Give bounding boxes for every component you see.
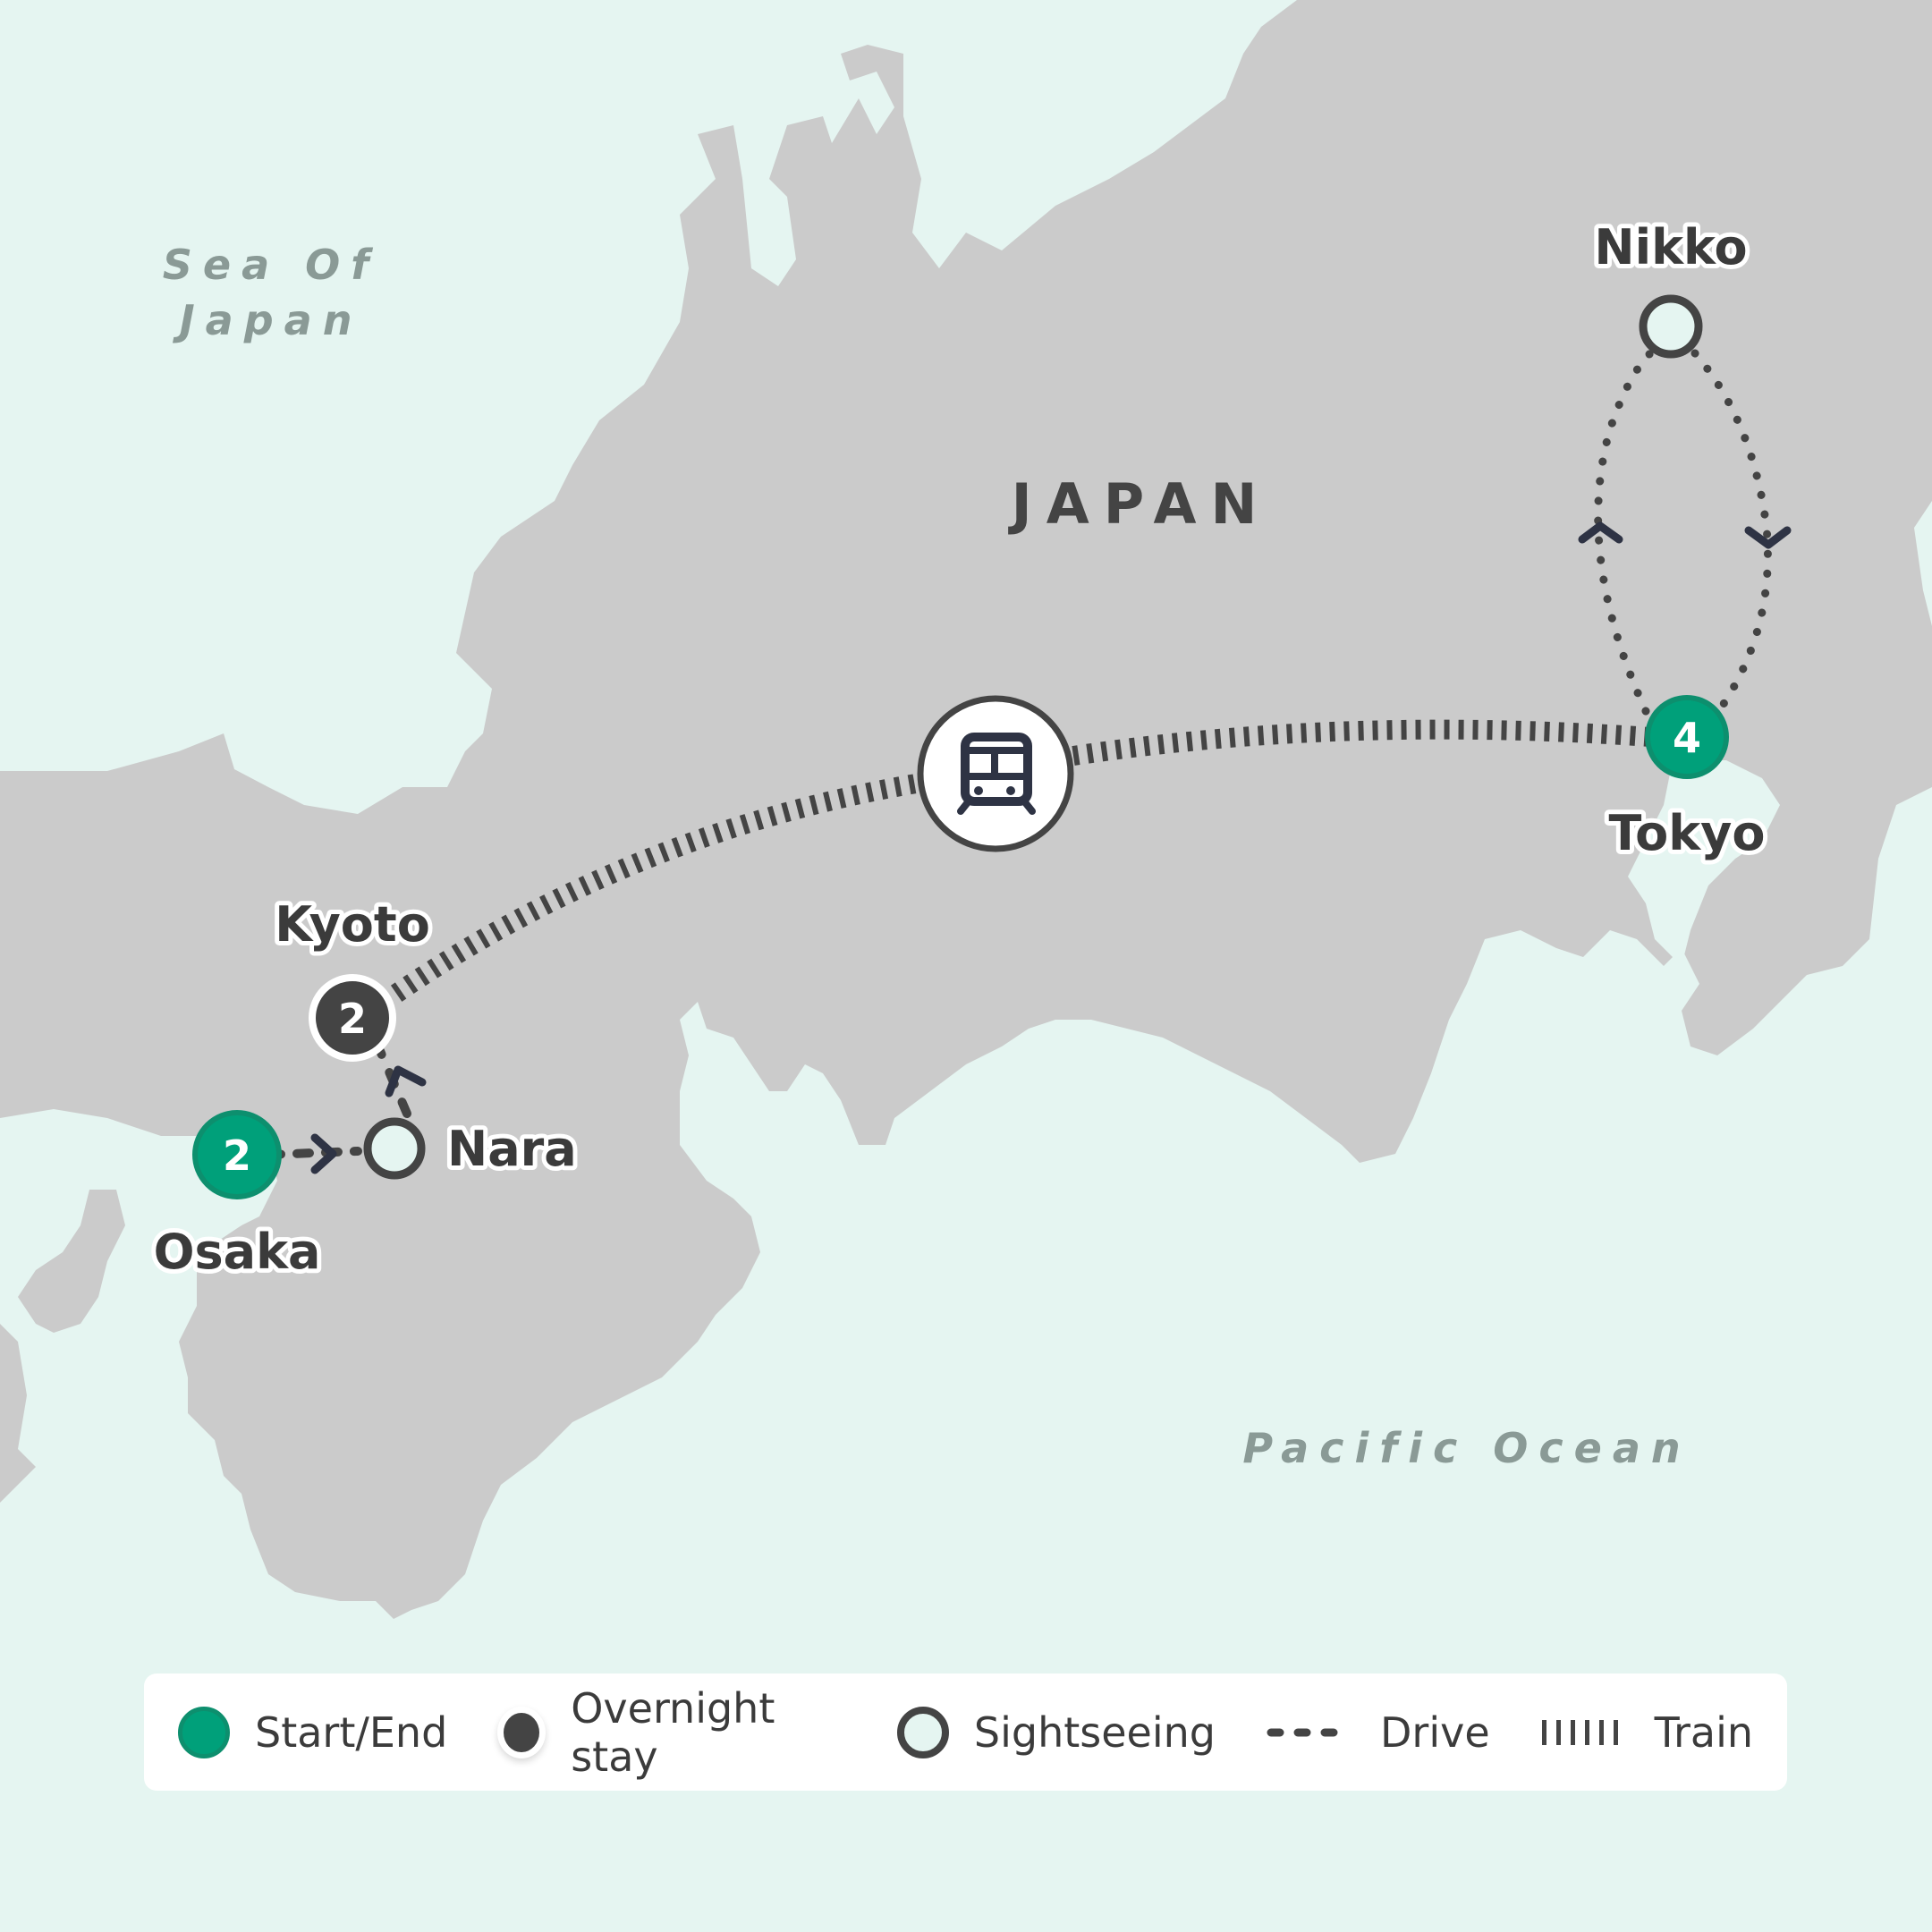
drive-route-osaka-nara <box>264 1147 362 1159</box>
green-dot-icon <box>178 1706 230 1758</box>
legend-label: Sightseeing <box>973 1707 1216 1757</box>
kyoto-nights: 2 <box>338 995 367 1043</box>
train-route <box>378 773 923 1010</box>
marker-osaka[interactable]: 2 <box>192 1110 282 1199</box>
marker-nikko[interactable] <box>1639 294 1703 359</box>
marker-tokyo[interactable]: 4 <box>1645 695 1729 779</box>
sea-label-line2: Japan <box>173 296 363 344</box>
legend-item-drive: Drive <box>1266 1708 1490 1757</box>
marker-nara[interactable] <box>363 1117 426 1180</box>
land-awaji <box>18 1190 125 1333</box>
map-legend: Start/End Overnight stay Sightseeing Dri… <box>144 1674 1787 1791</box>
label-tokyo: Tokyo <box>1609 805 1766 861</box>
ocean-label: Pacific Ocean <box>1242 1424 1690 1472</box>
tokyo-nights: 4 <box>1673 714 1701 762</box>
arrow-icon <box>385 1065 427 1097</box>
land-shikoku <box>0 1324 36 1503</box>
day-trip-route-return <box>1690 349 1772 711</box>
dashed-line-icon <box>1267 1728 1355 1736</box>
hatched-line-icon <box>1541 1719 1628 1745</box>
legend-item-start-end: Start/End <box>178 1706 448 1758</box>
arrow-up-icon <box>1578 521 1623 544</box>
dark-dot-icon <box>497 1706 547 1758</box>
label-osaka: Osaka <box>154 1224 321 1280</box>
label-kyoto: Kyoto <box>275 896 430 953</box>
osaka-nights: 2 <box>223 1131 251 1180</box>
tokyo-bay <box>1628 760 1780 966</box>
arrow-down-icon <box>1744 526 1792 549</box>
arrow-icon <box>310 1133 337 1174</box>
legend-label: Train <box>1654 1707 1753 1757</box>
legend-item-train: Train <box>1540 1708 1753 1757</box>
legend-label: Overnight stay <box>571 1683 775 1781</box>
legend-item-overnight: Overnight stay <box>497 1684 847 1781</box>
marker-kyoto[interactable]: 2 <box>309 974 396 1062</box>
sea-label-line1: Sea Of <box>163 241 380 289</box>
train-icon <box>917 695 1074 852</box>
label-nara: Nara <box>447 1121 577 1177</box>
day-trip-route <box>1594 349 1655 716</box>
legend-item-sightseeing: Sightseeing <box>896 1706 1216 1758</box>
hollow-dot-icon <box>896 1706 949 1758</box>
legend-label: Drive <box>1379 1707 1490 1757</box>
legend-label: Start/End <box>255 1707 448 1757</box>
country-label: JAPAN <box>1008 471 1272 537</box>
label-nikko: Nikko <box>1594 219 1747 275</box>
